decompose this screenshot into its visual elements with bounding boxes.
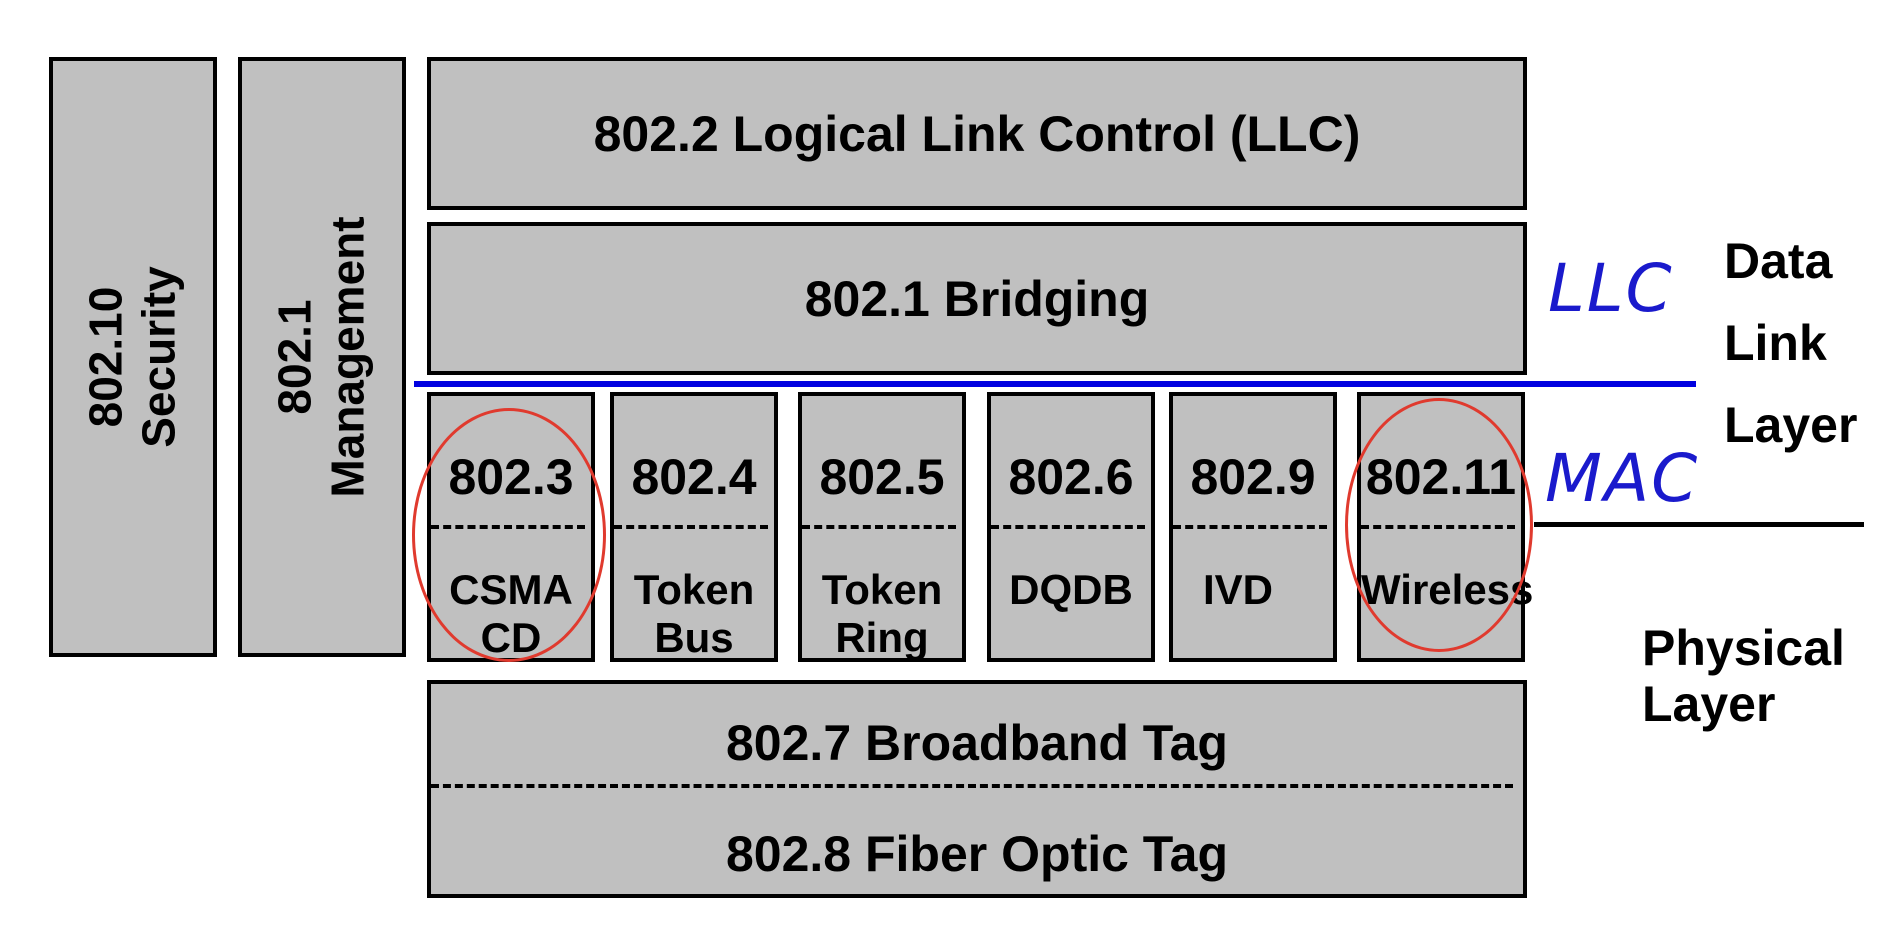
fiber-optic-tag-label: 802.8 Fiber Optic Tag	[725, 826, 1228, 882]
mac-box-802-6: 802.6 DQDB	[987, 392, 1155, 662]
security-box: 802.10 Security	[49, 57, 217, 657]
dashed-divider	[1173, 525, 1327, 529]
broadband-tag-label: 802.7 Broadband Tag	[726, 715, 1228, 771]
mac-box-number: 802.11	[1365, 449, 1517, 505]
mac-box-number: 802.5	[819, 449, 945, 505]
physical-layer-label: Physical Layer	[1642, 620, 1845, 732]
security-box-title: Security	[133, 266, 185, 448]
mac-box-number: 802.6	[1008, 449, 1134, 505]
mac-box-desc: DQDB	[1009, 566, 1133, 613]
bridging-box-label: 802.1 Bridging	[804, 270, 1150, 327]
mac-box-number: 802.4	[631, 449, 757, 505]
dashed-divider	[431, 525, 585, 529]
llc-box-label: 802.2 Logical Link Control (LLC)	[593, 105, 1361, 162]
security-box-number: 802.10	[79, 286, 132, 428]
mac-box-desc: IVD	[1202, 566, 1273, 613]
mac-box-number: 802.3	[448, 449, 574, 505]
management-box-number: 802.1	[268, 299, 321, 415]
dashed-divider	[431, 784, 1513, 788]
mac-box-number: 802.9	[1190, 449, 1316, 505]
mac-box-802-9: 802.9 IVD	[1169, 392, 1337, 662]
bridging-box: 802.1 Bridging	[427, 222, 1527, 375]
management-box: 802.1 Management	[238, 57, 406, 657]
dashed-divider	[1361, 525, 1515, 529]
mac-physical-divider	[1534, 522, 1864, 527]
handwritten-mac-label: MAC	[1545, 440, 1700, 517]
handwritten-llc-label: LLC	[1548, 250, 1674, 327]
dashed-divider	[802, 525, 956, 529]
dashed-divider	[614, 525, 768, 529]
security-box-label: 802.10 Security	[80, 266, 187, 448]
management-box-label: 802.1 Management	[269, 216, 376, 497]
physical-tag-box: 802.7 Broadband Tag 802.8 Fiber Optic Ta…	[427, 680, 1527, 898]
management-box-title: Management	[322, 216, 374, 498]
llc-box: 802.2 Logical Link Control (LLC)	[427, 57, 1527, 210]
mac-box-802-11: 802.11 Wireless	[1357, 392, 1534, 662]
llc-mac-divider	[414, 381, 1696, 387]
data-link-layer-label: Data Link Layer	[1724, 233, 1858, 453]
dashed-divider	[991, 525, 1145, 529]
mac-box-desc: Wireless	[1361, 566, 1534, 613]
